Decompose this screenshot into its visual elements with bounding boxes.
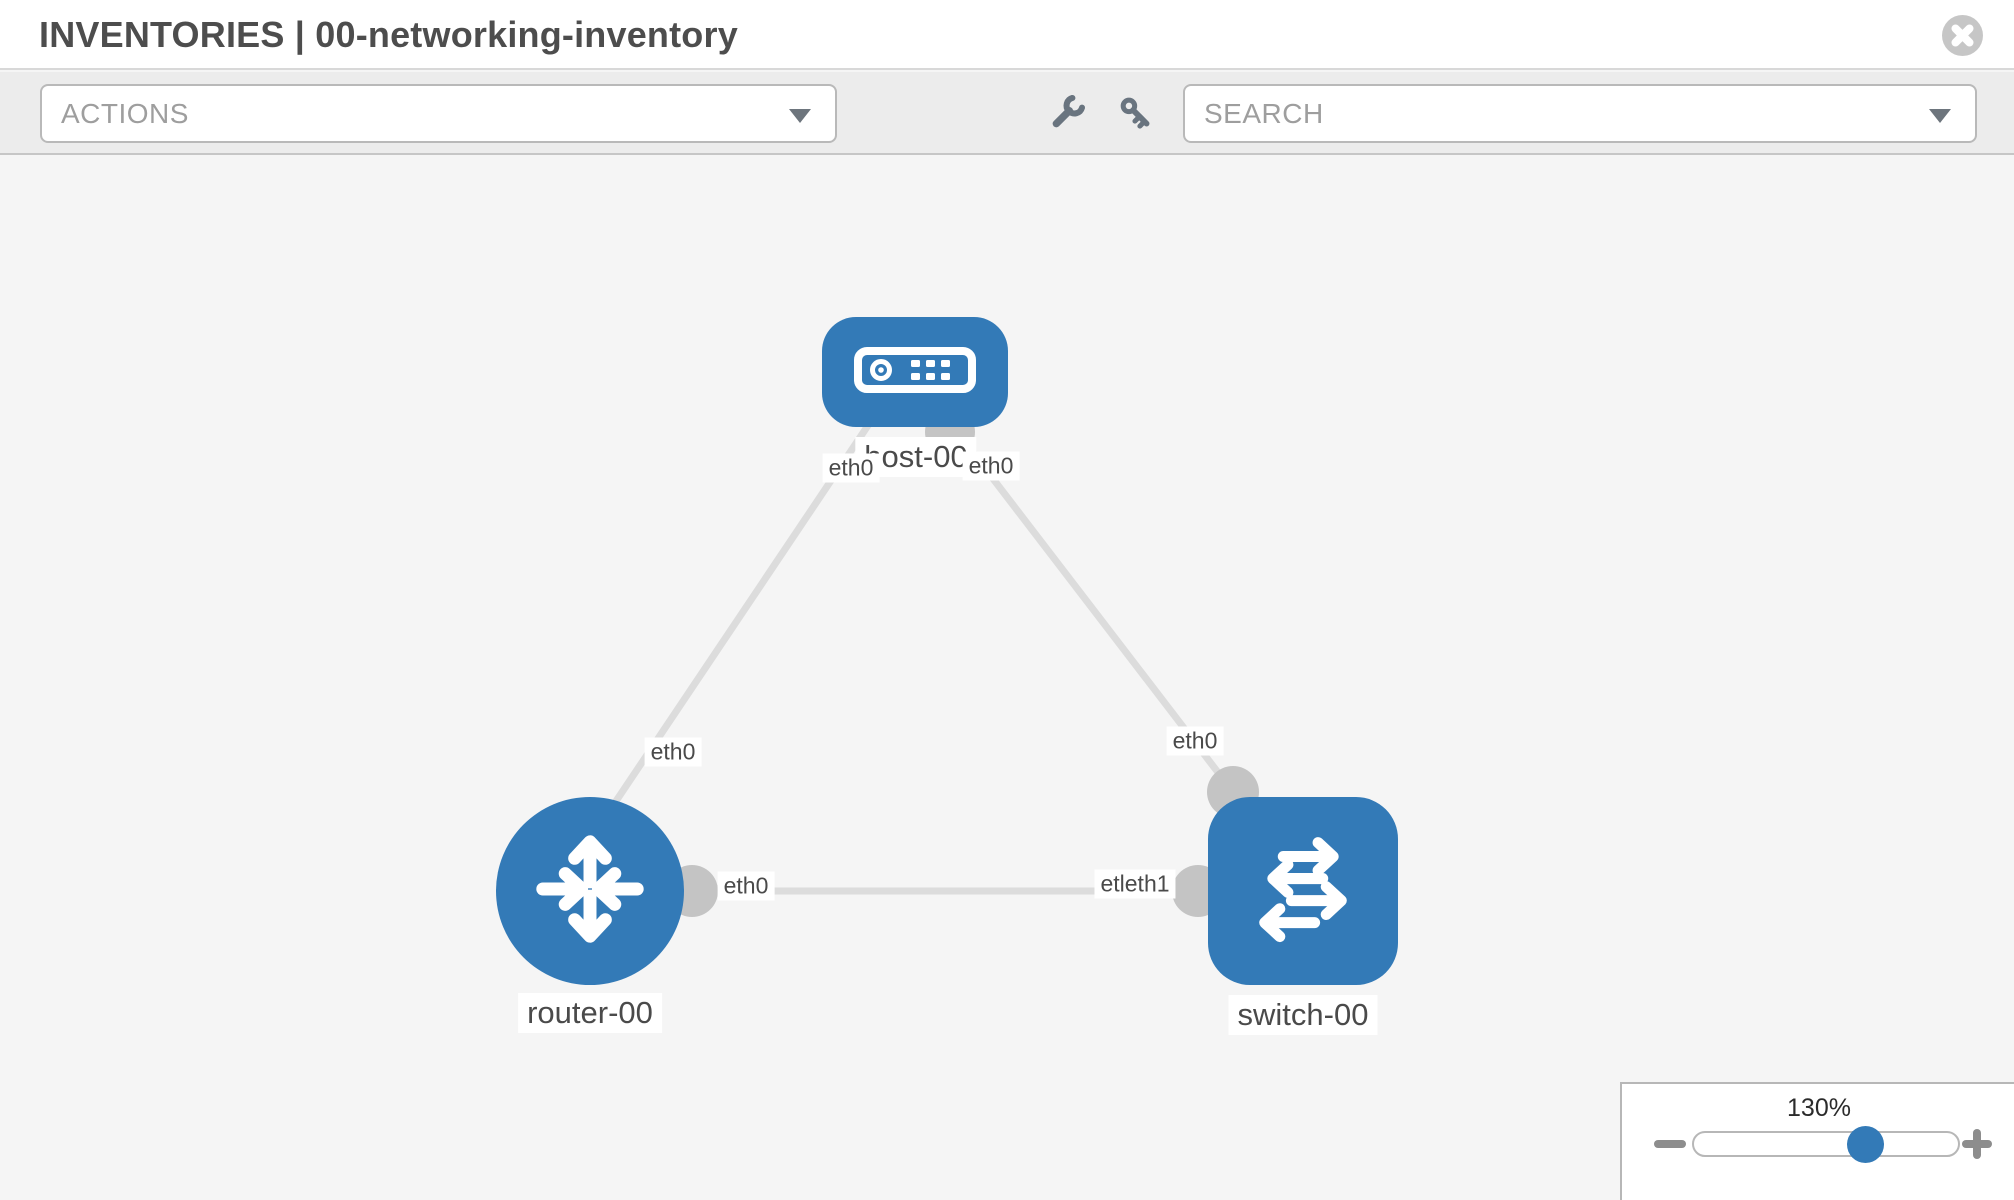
node-label-switch: switch-00 bbox=[1228, 995, 1378, 1035]
toolbar: ACTIONS SEARCH bbox=[0, 72, 2014, 155]
router-icon bbox=[531, 830, 649, 953]
node-host-00[interactable] bbox=[822, 317, 1008, 427]
zoom-slider-track[interactable] bbox=[1692, 1131, 1960, 1157]
zoom-in-button[interactable] bbox=[1962, 1129, 1992, 1159]
close-icon bbox=[1942, 15, 1983, 59]
switch-icon bbox=[1245, 831, 1361, 952]
key-icon[interactable] bbox=[1116, 93, 1156, 138]
close-button[interactable] bbox=[1942, 15, 1983, 56]
interface-label-switch-left: etleth1 bbox=[1094, 869, 1176, 899]
chevron-down-icon bbox=[789, 109, 811, 123]
chevron-down-icon bbox=[1929, 109, 1951, 123]
interface-label-router-top: eth0 bbox=[644, 737, 702, 767]
topology-canvas[interactable] bbox=[0, 157, 2014, 1200]
host-icon bbox=[853, 346, 977, 399]
page-title: INVENTORIES | 00-networking-inventory bbox=[39, 14, 738, 55]
zoom-slider-handle[interactable] bbox=[1847, 1126, 1884, 1163]
actions-dropdown-label: ACTIONS bbox=[61, 97, 189, 129]
actions-dropdown[interactable]: ACTIONS bbox=[40, 84, 837, 143]
interface-label-router-right: eth0 bbox=[717, 871, 775, 901]
search-dropdown[interactable]: SEARCH bbox=[1183, 84, 1977, 143]
interface-label-host-left: eth0 bbox=[822, 453, 880, 483]
topology-wires bbox=[599, 407, 1259, 917]
zoom-level-value: 130% bbox=[1787, 1094, 1851, 1122]
interface-label-host-right: eth0 bbox=[962, 451, 1020, 481]
node-switch-00[interactable] bbox=[1208, 797, 1398, 985]
node-label-router: router-00 bbox=[518, 993, 662, 1033]
wrench-icon[interactable] bbox=[1046, 92, 1088, 139]
node-router-00[interactable] bbox=[496, 797, 684, 985]
search-dropdown-label: SEARCH bbox=[1204, 97, 1324, 129]
interface-label-switch-top: eth0 bbox=[1166, 726, 1224, 756]
zoom-out-button[interactable] bbox=[1654, 1140, 1686, 1148]
header-bar: INVENTORIES | 00-networking-inventory bbox=[0, 0, 2014, 70]
zoom-panel: 130% bbox=[1620, 1082, 2014, 1200]
